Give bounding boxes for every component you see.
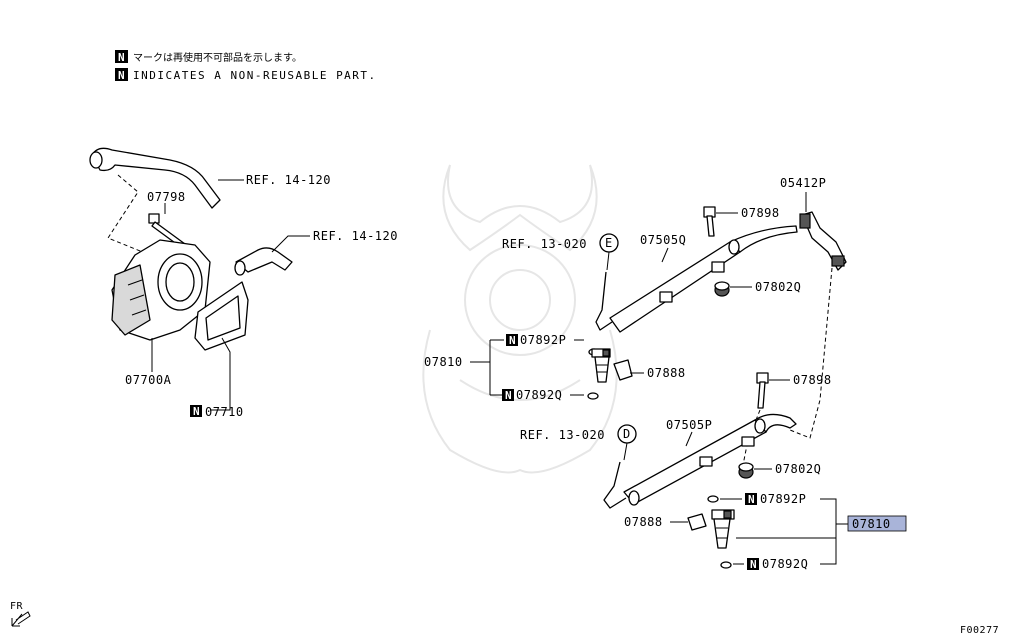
- label-07810-left[interactable]: 07810: [424, 355, 463, 369]
- leader-line: [271, 235, 310, 253]
- n-marker-box: [502, 389, 514, 401]
- bracket-07810-left: [470, 339, 504, 396]
- lower-hose-part: [234, 247, 293, 276]
- injector-left-part: [591, 348, 611, 383]
- n-marker: N: [509, 334, 516, 347]
- label-07505p[interactable]: 07505P: [666, 418, 712, 432]
- label-07892p-left[interactable]: 07892P: [520, 333, 566, 347]
- label-07898-top[interactable]: 07898: [741, 206, 780, 220]
- clip-07888-left-part: [613, 359, 633, 381]
- n-marker: N: [118, 51, 125, 64]
- note-english: N INDICATES A NON-REUSABLE PART.: [115, 68, 377, 82]
- throttle-body-part: [111, 239, 211, 341]
- leader-line: [623, 442, 628, 461]
- label-07700a[interactable]: 07700A: [125, 373, 172, 387]
- label-ref-13-020-d[interactable]: REF. 13-020: [520, 428, 605, 442]
- label-07798[interactable]: 07798: [147, 190, 186, 204]
- injector-right-part: [711, 509, 735, 549]
- label-07892q-left[interactable]: 07892Q: [516, 388, 562, 402]
- label-07802q-bottom[interactable]: 07802Q: [775, 462, 821, 476]
- label-07892q-right[interactable]: 07892Q: [762, 557, 808, 571]
- upper-hose-part: [89, 147, 221, 209]
- watermark-emblem: [422, 164, 618, 474]
- label-07892p-right[interactable]: 07892P: [760, 492, 806, 506]
- grommet-07802q-top-part: [714, 281, 730, 297]
- leader-line: [685, 431, 693, 447]
- circle-e-text: E: [605, 236, 613, 250]
- grommet-07802q-bottom-part: [738, 462, 754, 479]
- dashed-guide: [789, 267, 833, 439]
- n-marker: N: [118, 69, 125, 82]
- bolt-07898-top-part: [703, 206, 716, 237]
- label-07710[interactable]: 07710: [205, 405, 244, 419]
- o-ring-07892q-left: [587, 392, 599, 400]
- note-japanese: N マークは再使用不可部品を示します。: [115, 50, 302, 64]
- fr-label: FR: [10, 601, 24, 612]
- bracket-07810-right: [736, 498, 848, 565]
- label-05412p[interactable]: 05412P: [780, 176, 826, 190]
- dashed-guide: [107, 174, 151, 256]
- n-marker-box: [506, 334, 518, 346]
- label-07888-right[interactable]: 07888: [624, 515, 663, 529]
- fr-arrow-icon: [11, 611, 31, 627]
- n-marker-box: [190, 405, 202, 417]
- n-marker-box: [747, 558, 759, 570]
- label-07802q-top[interactable]: 07802Q: [755, 280, 801, 294]
- bolt-07898-mid-part: [756, 372, 769, 409]
- label-ref-13-020-e[interactable]: REF. 13-020: [502, 237, 587, 251]
- o-ring-07892q-right: [720, 561, 732, 569]
- n-marker: N: [193, 405, 200, 418]
- connector-05412p-part: [799, 211, 847, 271]
- n-marker: N: [748, 493, 755, 506]
- n-marker: N: [505, 389, 512, 402]
- o-ring-07892p-right: [707, 495, 719, 503]
- label-ref-14-120-b[interactable]: REF. 14-120: [313, 229, 398, 243]
- label-07898-mid[interactable]: 07898: [793, 373, 832, 387]
- label-ref-14-120-a[interactable]: REF. 14-120: [246, 173, 331, 187]
- leader-line: [606, 251, 610, 271]
- fuel-rail-upper-part: [595, 225, 798, 333]
- n-marker: N: [750, 558, 757, 571]
- highlight-box: [847, 515, 907, 532]
- gasket-part: [194, 281, 249, 351]
- label-07888-left[interactable]: 07888: [647, 366, 686, 380]
- fuel-rail-lower-part: [603, 413, 797, 509]
- label-07505q[interactable]: 07505Q: [640, 233, 686, 247]
- label-07810-right[interactable]: 07810: [852, 517, 891, 531]
- circle-d-text: D: [623, 427, 631, 441]
- n-marker-box: [745, 493, 757, 505]
- note-japanese-text: マークは再使用不可部品を示します。: [133, 51, 302, 64]
- leader-line: [210, 337, 231, 411]
- clip-07888-right-part: [687, 513, 707, 531]
- note-english-text: INDICATES A NON-REUSABLE PART.: [133, 69, 377, 82]
- leader-line: [661, 247, 669, 263]
- figure-code: F00277: [960, 625, 999, 636]
